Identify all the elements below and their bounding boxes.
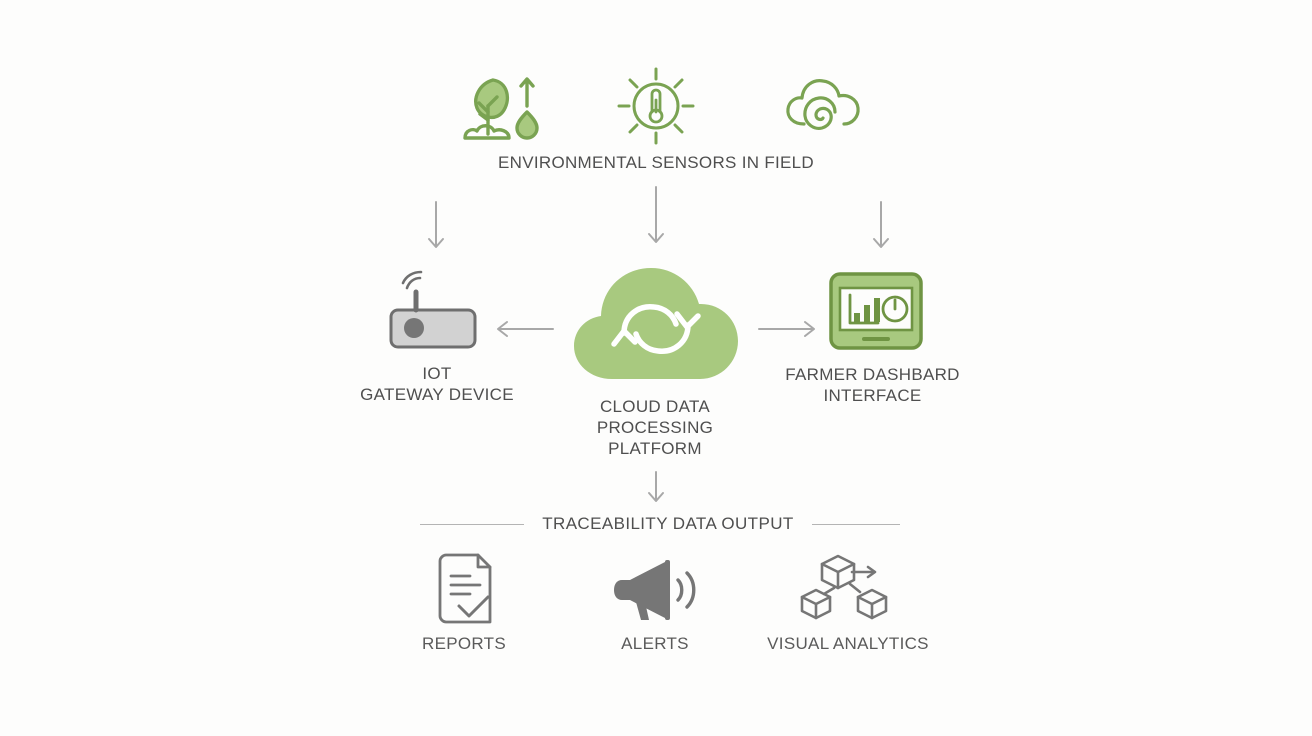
output-label-reports: REPORTS <box>422 634 506 653</box>
cubes-network-icon <box>800 552 896 628</box>
sun-thermometer-icon <box>615 66 697 146</box>
output-label-alerts: ALERTS <box>621 634 689 653</box>
arrow-sensor-to-cloud <box>644 185 668 247</box>
dashboard-monitor-icon <box>828 271 924 351</box>
arrow-cloud-to-dashboard <box>757 318 817 340</box>
sensors-label: ENVIRONMENTAL SENSORS IN FIELD <box>498 153 814 172</box>
arrow-cloud-to-gateway <box>495 318 555 340</box>
document-check-icon <box>430 552 500 628</box>
traceability-label: TRACEABILITY DATA OUTPUT <box>542 514 794 533</box>
arrow-cloud-to-traceability <box>644 470 668 506</box>
arrow-sensor-to-gateway <box>424 200 448 252</box>
iot-gateway-icon <box>388 270 488 352</box>
plant-moisture-icon <box>455 66 547 146</box>
cloud-label: CLOUD DATA PROCESSING PLATFORM <box>596 397 714 458</box>
divider-line-left <box>420 523 525 525</box>
arrow-sensor-to-dashboard <box>869 200 893 252</box>
gateway-label: IOT GATEWAY DEVICE <box>360 364 514 404</box>
traceability-divider: TRACEABILITY DATA OUTPUT <box>420 512 900 536</box>
output-label-visual-analytics: VISUAL ANALYTICS <box>767 634 929 653</box>
divider-line-right <box>811 523 900 525</box>
megaphone-icon <box>612 558 700 624</box>
cloud-humidity-icon <box>782 72 868 142</box>
dashboard-label: FARMER DASHBARD INTERFACE <box>785 365 960 405</box>
cloud-sync-icon <box>566 263 746 385</box>
